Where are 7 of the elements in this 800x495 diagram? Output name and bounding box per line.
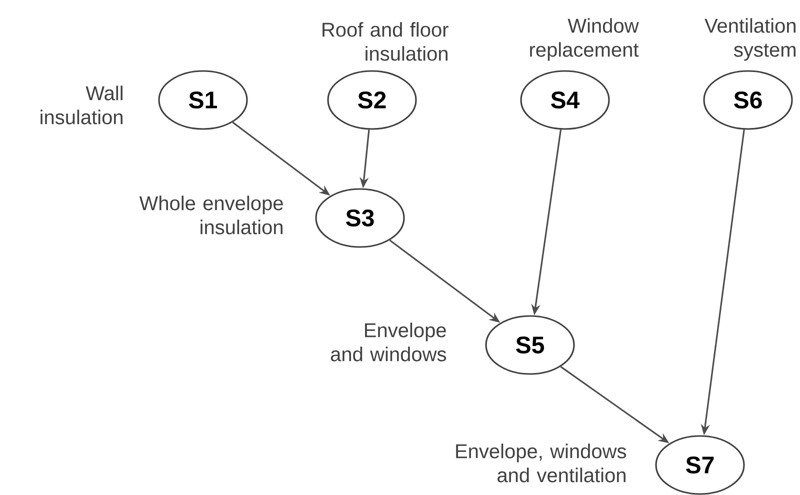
state-caption: Envelope, windows and ventilation (456, 444, 626, 482)
state-caption: Whole envelope insulation (139, 196, 283, 234)
state-caption: Ventilation system (704, 18, 796, 61)
state-caption: Window replacement (530, 18, 639, 61)
state-caption: Envelope and windows (330, 322, 446, 362)
state-caption: Wall insulation (40, 86, 122, 124)
state-caption: Roof and floor insulation (322, 22, 448, 61)
